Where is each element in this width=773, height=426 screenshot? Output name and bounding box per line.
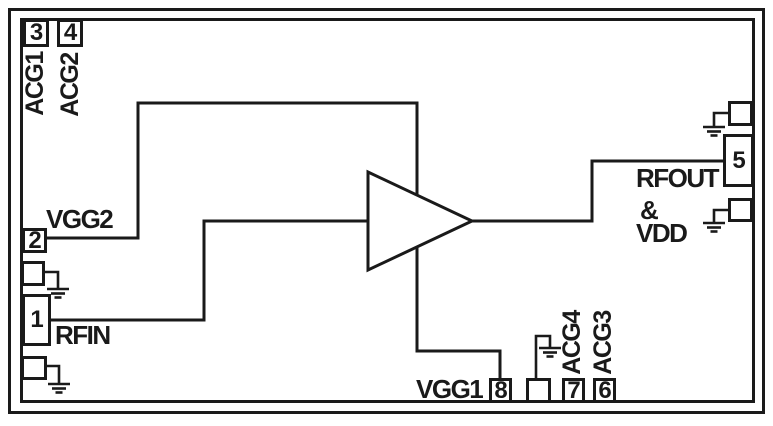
label-vgg2: VGG2 [46, 204, 114, 234]
label-vgg1: VGG1 [416, 374, 484, 404]
wire-vgg2 [47, 101, 419, 240]
ground-icon [703, 111, 728, 137]
label-rfout: RFOUT [636, 163, 720, 193]
wire-vgg1 [415, 235, 502, 378]
pin-5-box: 5 [723, 134, 754, 187]
ground-icon [703, 208, 728, 233]
label-ampersand: & [640, 195, 659, 225]
pin-2-number: 2 [28, 226, 41, 254]
label-acg2: ACG2 [55, 53, 84, 117]
label-acg4: ACG4 [557, 311, 586, 375]
pin-4-box: 4 [57, 19, 83, 47]
label-acg3: ACG3 [588, 311, 617, 375]
label-acg1: ACG1 [20, 52, 49, 116]
amplifier-icon [366, 169, 476, 273]
pin-3-number: 3 [29, 19, 43, 46]
label-rfin: RFIN [55, 320, 111, 350]
pin-4-number: 4 [63, 19, 77, 46]
ground-pad-right-upper [728, 101, 753, 126]
ground-pad-right-lower [728, 198, 753, 222]
ground-pad-left-upper [21, 261, 45, 286]
pin-3-box: 3 [23, 19, 49, 47]
pin-1-box: 1 [22, 294, 51, 346]
ground-pad-left-lower [21, 356, 47, 380]
ground-icon [534, 334, 561, 378]
wire-rfin [51, 219, 372, 322]
chip-outline [20, 18, 755, 403]
pin-2-box: 2 [22, 228, 47, 253]
pin-6-number: 6 [598, 376, 611, 404]
wire-rfout [468, 159, 723, 223]
pin-1-number: 1 [30, 306, 43, 333]
pin-7-number: 7 [567, 376, 580, 404]
label-vdd: VDD [636, 218, 688, 248]
ground-icon [47, 364, 70, 394]
pin-8-box: 8 [489, 378, 512, 403]
ground-icon [45, 270, 69, 299]
ground-pad-bottom [526, 378, 551, 403]
pin-7-box: 7 [562, 378, 585, 403]
outer-frame [8, 8, 765, 414]
pin-6-box: 6 [593, 378, 616, 403]
pin-8-number: 8 [494, 376, 507, 404]
pin-5-number: 5 [732, 146, 745, 174]
